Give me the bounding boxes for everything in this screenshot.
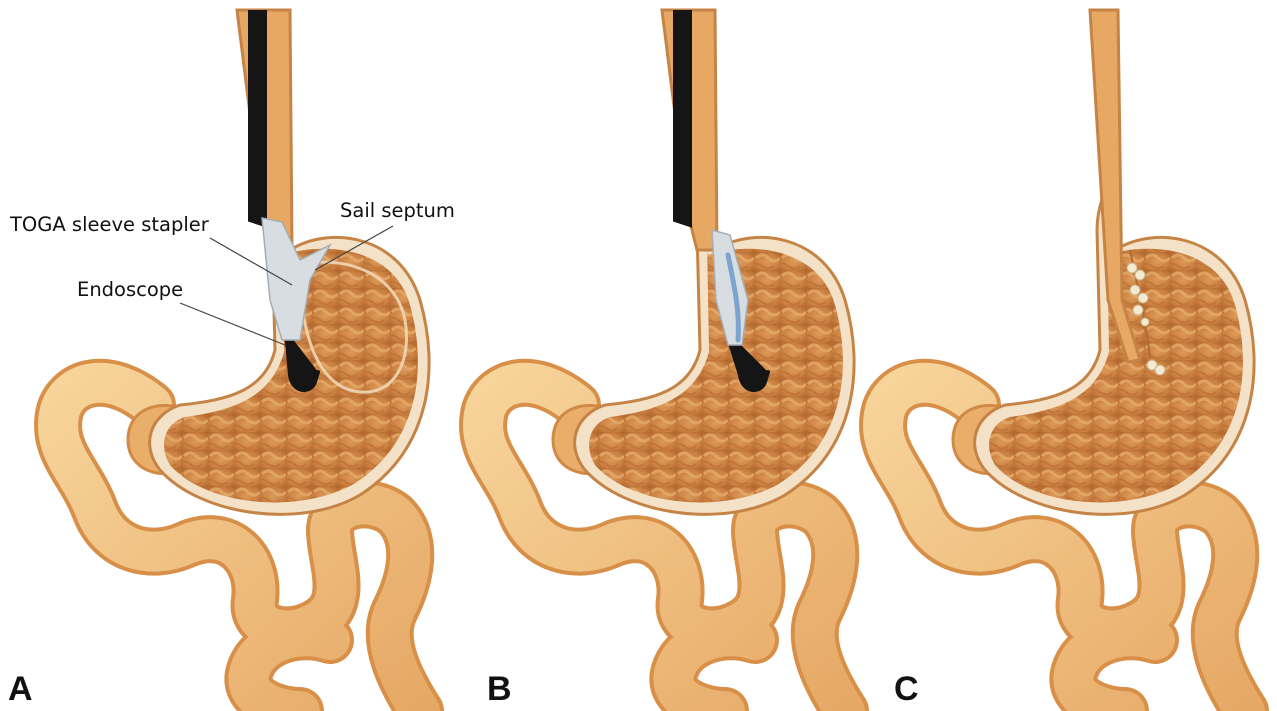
panel-b	[483, 10, 854, 711]
label-endoscope: Endoscope	[77, 280, 183, 300]
label-sail-septum: Sail septum	[340, 201, 455, 221]
panel-letter-a: A	[8, 672, 33, 706]
label-toga-sleeve-stapler: TOGA sleeve stapler	[10, 215, 209, 235]
leader-endoscope	[180, 303, 285, 345]
panel-letter-c: C	[894, 672, 919, 706]
panel-letter-b: B	[487, 672, 512, 706]
panel-c	[883, 10, 1254, 711]
panel-a	[58, 10, 429, 711]
